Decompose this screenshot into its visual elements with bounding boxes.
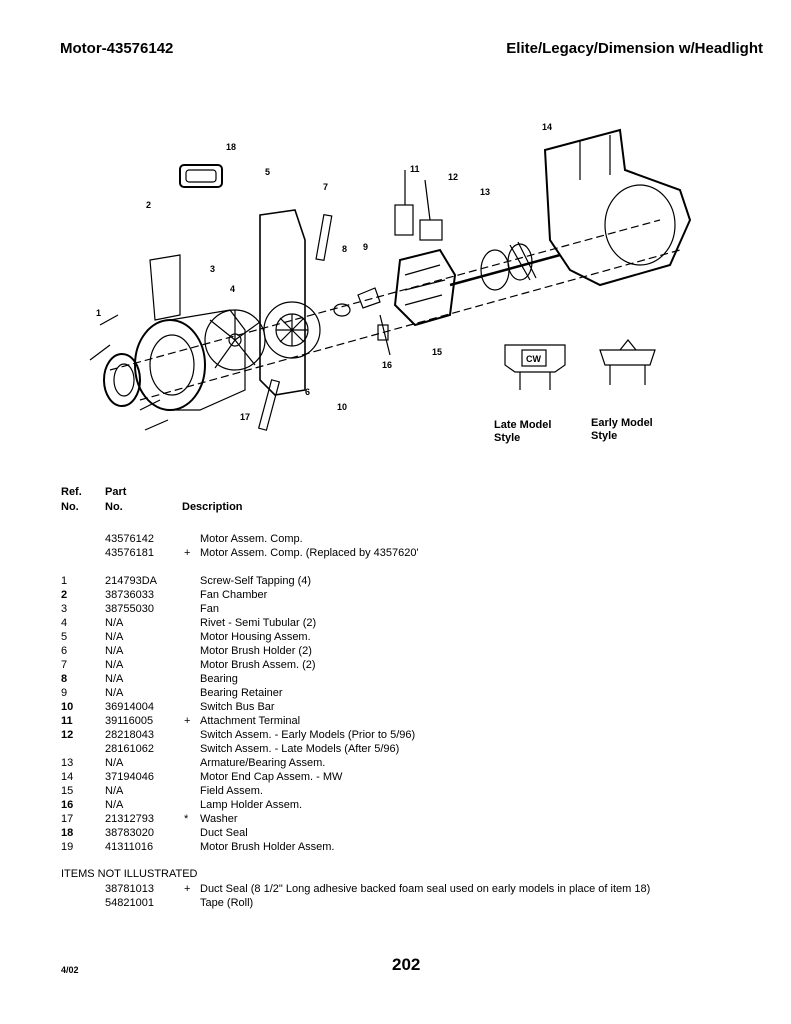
lamp-holder-part: [377, 314, 391, 356]
exploded-parts-diagram: 1 2 3 4 5 6 7 8 9 10 11 12 13 14 15 16 1…: [80, 110, 720, 470]
header-ref-line2: No.: [61, 501, 79, 513]
early-model-switch: [599, 339, 656, 385]
switch-badge: CW: [526, 354, 541, 364]
callout-7: 7: [323, 182, 328, 192]
page-number: 202: [392, 955, 421, 974]
header-description: Description: [182, 501, 243, 513]
axis-line: [139, 249, 681, 401]
header-part-line1: Part: [105, 486, 127, 498]
not-illustrated-title: ITEMS NOT ILLUSTRATED: [61, 868, 198, 880]
brush-assembly-part: [257, 213, 333, 431]
header-part-line2: No.: [105, 501, 123, 513]
grommet-part: [103, 353, 141, 407]
callout-6: 6: [305, 387, 310, 397]
header-ref-line1: Ref.: [61, 486, 82, 498]
late-model-label-2: Style: [494, 432, 520, 444]
revision-date: 4/02: [61, 965, 79, 975]
header-ref: Ref. No.: [61, 485, 82, 515]
callout-11: 11: [410, 164, 420, 174]
callout-1: 1: [96, 308, 101, 318]
callout-10: 10: [337, 402, 347, 412]
early-model-label-2: Style: [591, 430, 617, 442]
screw-part: [89, 314, 169, 431]
late-model-switch: [504, 344, 566, 390]
page-title: Motor-43576142: [60, 40, 174, 57]
callout-9: 9: [363, 242, 368, 252]
callout-12: 12: [448, 172, 458, 182]
field-assembly-part: [393, 248, 457, 327]
diagram-svg: 1 2 3 4 5 6 7 8 9 10 11 12 13 14 15 16 1…: [89, 122, 692, 444]
fan-chamber-part: [134, 254, 246, 411]
early-model-label-1: Early Model: [591, 417, 653, 429]
axis-line: [109, 219, 661, 371]
duct-seal-part: [179, 164, 223, 188]
callout-13: 13: [480, 187, 490, 197]
model-title: Elite/Legacy/Dimension w/Headlight: [506, 40, 763, 57]
callout-2: 2: [146, 200, 151, 210]
callout-3: 3: [210, 264, 215, 274]
bearing-part: [333, 287, 381, 317]
callout-14: 14: [542, 122, 552, 132]
callout-18: 18: [226, 142, 236, 152]
switch-assembly-part: [394, 170, 443, 241]
callout-15: 15: [432, 347, 442, 357]
motor-housing-part: [259, 209, 321, 396]
fan-part: [204, 309, 266, 371]
callout-17: 17: [240, 412, 250, 422]
armature-part: [449, 241, 561, 291]
callout-4: 4: [230, 284, 235, 294]
callout-8: 8: [342, 244, 347, 254]
callout-5: 5: [265, 167, 270, 177]
late-model-label-1: Late Model: [494, 419, 551, 431]
callout-16: 16: [382, 360, 392, 370]
header-part: Part No.: [105, 485, 126, 515]
end-cap-part: [543, 128, 692, 287]
